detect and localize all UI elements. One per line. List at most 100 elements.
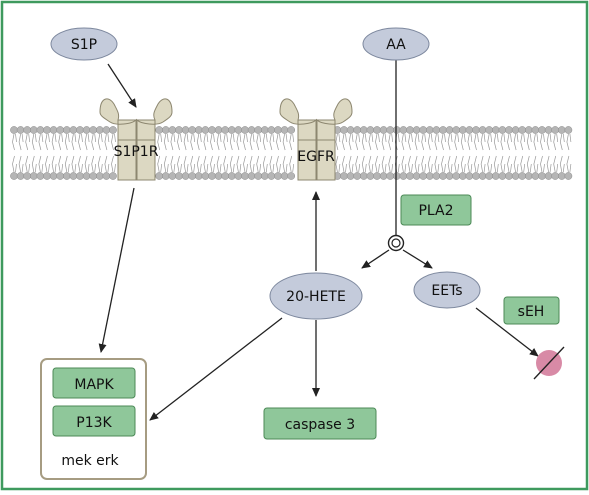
lipid-head [69,172,78,180]
lipid-head [10,172,18,180]
lipid-tail [447,133,453,173]
mapk-box [52,367,136,399]
lipid-head [478,126,487,134]
lipid-tail [163,133,169,173]
lipid-head [439,126,447,134]
lipid-head [241,126,249,134]
eets-node: EETs [413,271,481,309]
lipid-tail [183,133,189,173]
lipid-tail [282,133,288,173]
lipid-head [386,172,395,180]
lipid-tail [487,133,493,173]
lipid-head [214,172,223,180]
lipid-head [188,126,197,134]
lipid-tail [361,133,367,173]
mek-erk-label: mek erk [61,453,119,469]
lipid-tail [335,133,341,173]
lipid-head [518,126,527,134]
lipid-head [49,172,58,180]
lipid-head [340,126,348,134]
cell-membrane [10,126,573,180]
lipid-head [62,172,71,180]
lipid-tail [262,133,268,173]
lipid-head [419,126,428,134]
lipid-tail [25,133,31,173]
lipid-tail [533,133,539,173]
lipid-head [194,172,203,180]
lipid-tail [342,133,347,173]
lipid-head [260,126,269,134]
lipid-head [458,126,467,134]
lipid-head [366,172,375,180]
lipid-tail [210,133,215,173]
lipid-head [524,126,533,134]
lipid-tail [31,133,37,173]
lipid-tail [513,133,519,173]
lipid-head [399,172,408,180]
lipid-tail [394,133,400,173]
lipid-head [29,172,38,180]
lipid-head [478,172,487,180]
lipid-tail [45,133,50,173]
lipid-head [247,172,256,180]
lipid-tail [269,133,275,173]
lipid-head [155,172,164,180]
lipid-head [287,172,296,180]
lipid-head [392,172,401,180]
lipid-tail [64,133,70,173]
aa-node: AA [362,27,430,61]
arrow-s1p1r-to-mapk-box [98,187,135,353]
lipid-tail [91,133,97,173]
lipid-head [181,172,190,180]
lipid-head [544,172,553,180]
lipid-head [260,172,269,180]
lipid-head [36,126,45,134]
lipid-head [95,172,104,180]
lipid-head [472,172,480,180]
p13k-box [52,405,136,437]
lipid-tail [421,133,427,173]
lipid-head [49,126,58,134]
lipid-tail [553,133,559,173]
lipid-head [23,172,32,180]
lipid-head [201,172,210,180]
lipid-tail [203,133,209,173]
lipid-tail [196,133,202,173]
lipid-head [29,126,38,134]
lipid-head [254,126,263,134]
lipid-head [181,126,190,134]
lipid-head [56,126,65,134]
eets-label: EETs [431,283,462,299]
lipid-head [208,172,216,180]
lipid-head [379,126,388,134]
egfr-receptor: EGFR [279,98,353,181]
20-hete-node: 20-HETE [269,272,363,320]
lipid-head [267,172,276,180]
lipid-head [419,172,428,180]
lipid-tail [243,133,248,173]
caspase3-label: caspase 3 [285,417,355,433]
lipid-head [412,172,421,180]
lipid-head [406,126,414,134]
lipid-head [452,126,461,134]
lipid-head [89,172,98,180]
lipid-head [227,172,236,180]
lipid-head [280,172,289,180]
lipid-head [201,126,210,134]
lipid-tail [71,133,77,173]
lipid-head [161,126,170,134]
lipid-head [445,172,454,180]
s1p1r-label: S1P1R [114,144,159,160]
arrow-s1p-to-s1p1r [107,63,137,108]
lipid-head [359,126,368,134]
s1p-node: S1P [50,27,118,61]
lipid-head [175,172,183,180]
s1p-label: S1P [71,37,97,53]
lipid-head [425,172,434,180]
lipid-head [366,126,375,134]
lipid-head [208,126,216,134]
lipid-head [274,172,282,180]
lipid-head [188,172,197,180]
lipid-tail [559,133,565,173]
